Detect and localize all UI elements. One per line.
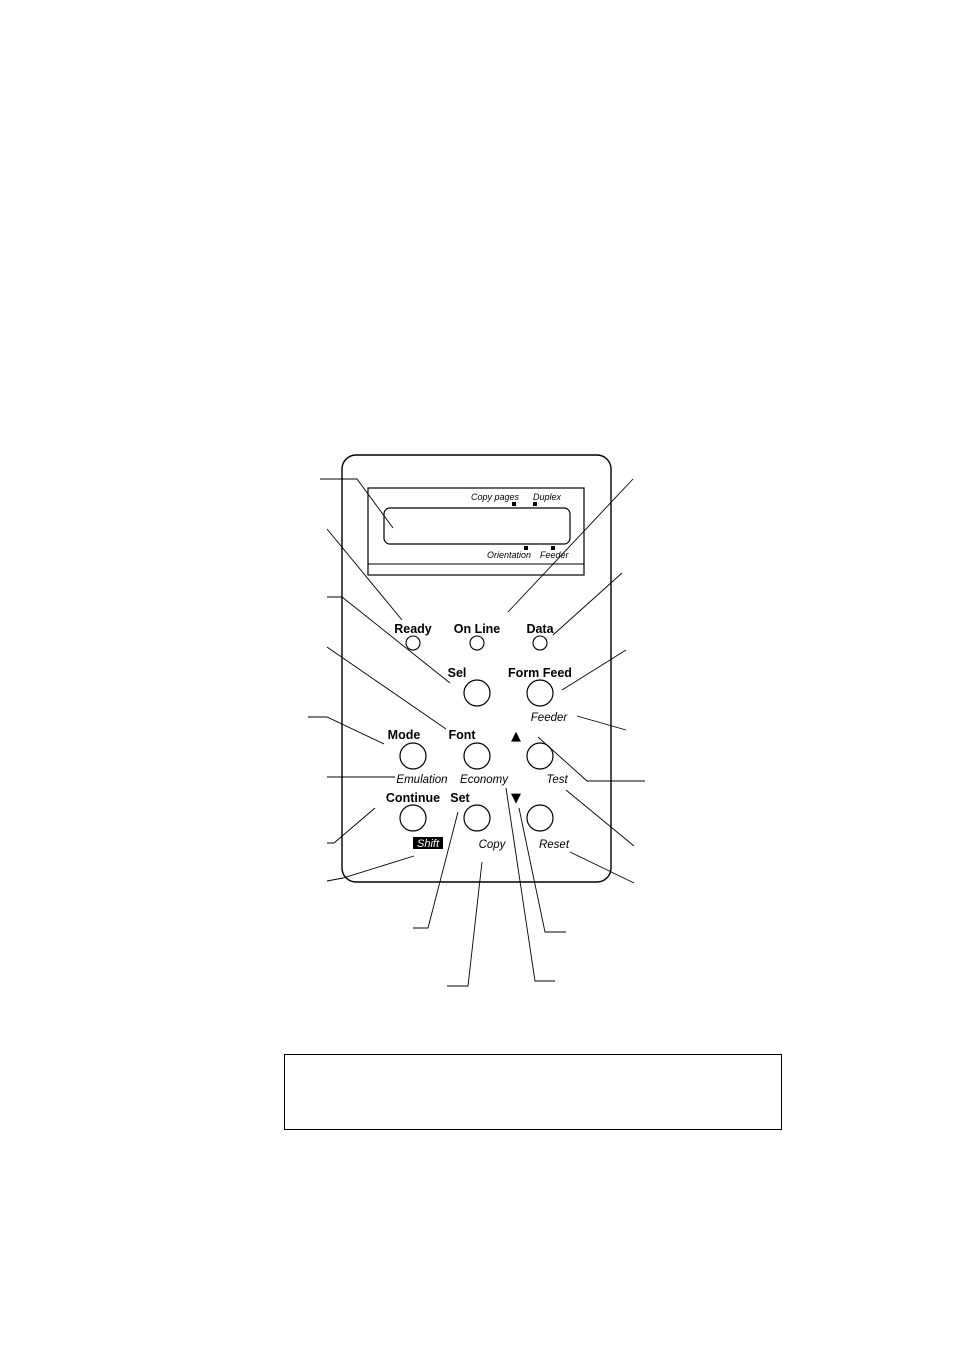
callout-mode [308, 716, 385, 745]
callout-reset [569, 851, 635, 884]
font-button[interactable] [463, 742, 491, 770]
sel-button[interactable] [463, 679, 491, 707]
ready-lamp [405, 635, 421, 651]
callout-copy [447, 861, 483, 987]
set-button-label: Set [450, 791, 470, 805]
callout-test [565, 789, 635, 847]
economy-shift-label: Economy [460, 774, 509, 786]
callout-lcd [320, 478, 394, 529]
callout-economy [505, 787, 555, 982]
continue-button[interactable] [399, 804, 427, 832]
callout-up [537, 736, 645, 782]
callout-sel [327, 596, 451, 684]
duplex-indicator [533, 502, 537, 506]
note-box [284, 1054, 782, 1130]
data-lamp-label: Data [526, 622, 554, 636]
shift-badge [413, 837, 443, 849]
callout-down [518, 807, 566, 933]
callout-on-line [507, 478, 634, 613]
sel-button-label: Sel [448, 666, 467, 680]
mode-button-label: Mode [388, 728, 421, 742]
up-button[interactable] [526, 742, 554, 770]
panel-body [341, 454, 612, 883]
data-lamp [532, 635, 548, 651]
form-feed-button-label: Form Feed [508, 666, 572, 680]
set-button[interactable] [463, 804, 491, 832]
feeder-indicator [551, 546, 555, 550]
copy-pages-label: Copy pages [471, 492, 520, 502]
form-feed-button[interactable] [526, 679, 554, 707]
duplex-label: Duplex [533, 492, 562, 502]
on-line-lamp-label: On Line [454, 622, 501, 636]
down-arrow-icon: ▼ [511, 791, 521, 806]
continue-button-label: Continue [386, 791, 440, 805]
callout-data [552, 572, 623, 636]
callout-form-feed [561, 649, 627, 691]
callout-font [326, 646, 447, 730]
orientation-label: Orientation [487, 550, 531, 560]
callout-lines-right [505, 478, 645, 982]
callout-feeder [576, 715, 627, 731]
ready-lamp-label: Ready [394, 622, 432, 636]
callout-continue [327, 807, 376, 844]
copy-pages-indicator [512, 502, 516, 506]
feeder-label: Feeder [540, 550, 570, 560]
test-shift-label: Test [546, 774, 568, 786]
reset-shift-label: Reset [539, 839, 570, 851]
copy-shift-label: Copy [479, 839, 507, 851]
orientation-indicator [524, 546, 528, 550]
callout-lines-left [308, 478, 483, 987]
shift-badge-label: Shift [417, 838, 440, 850]
font-button-label: Font [448, 728, 476, 742]
callout-shift [326, 855, 415, 882]
emulation-shift-label: Emulation [396, 774, 447, 786]
lcd-screen [383, 507, 571, 545]
on-line-lamp [469, 635, 485, 651]
callout-set [413, 811, 459, 929]
up-arrow-icon: ▲ [511, 729, 521, 744]
down-button[interactable] [526, 804, 554, 832]
mode-button[interactable] [399, 742, 427, 770]
feeder-shift-label: Feeder [531, 712, 569, 724]
callout-ready [326, 528, 403, 621]
